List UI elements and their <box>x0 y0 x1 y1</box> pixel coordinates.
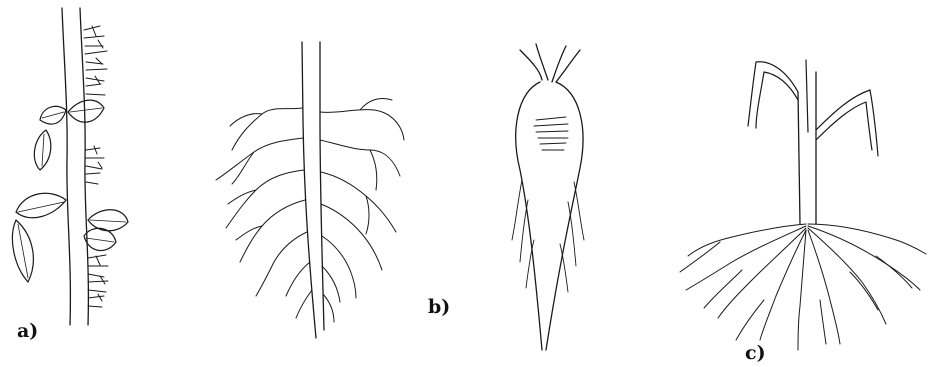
leaf-stalk <box>536 44 548 80</box>
stem-left-edge <box>798 92 800 224</box>
leaf <box>68 100 104 122</box>
fleshy-root-drawing <box>512 44 584 350</box>
fibrous-root-drawing <box>680 60 926 350</box>
leaf <box>84 228 116 250</box>
leaf-stalk <box>556 50 580 82</box>
root-right-edge <box>546 82 583 350</box>
adventitious-roots-middle <box>86 146 104 184</box>
adventitious-roots-lower <box>88 255 108 307</box>
root-fibers <box>512 180 584 292</box>
leaf <box>34 130 50 170</box>
lateral-roots <box>216 98 404 322</box>
grass-leaves <box>748 60 878 156</box>
label-b: b) <box>428 296 450 318</box>
climbing-stem-drawing <box>12 8 128 325</box>
label-c: c) <box>745 342 766 364</box>
tap-root-drawing <box>216 42 404 338</box>
leaves <box>12 100 128 282</box>
stem-left-edge <box>62 8 70 325</box>
root-hatching <box>534 117 568 150</box>
adventitious-roots-upper <box>84 26 107 95</box>
leaf-stalk <box>552 46 566 82</box>
root-left-edge <box>516 82 542 350</box>
fibrous-roots <box>680 224 926 350</box>
tap-root-right-edge <box>320 42 324 330</box>
label-a: a) <box>17 320 38 342</box>
leaf <box>16 193 66 218</box>
